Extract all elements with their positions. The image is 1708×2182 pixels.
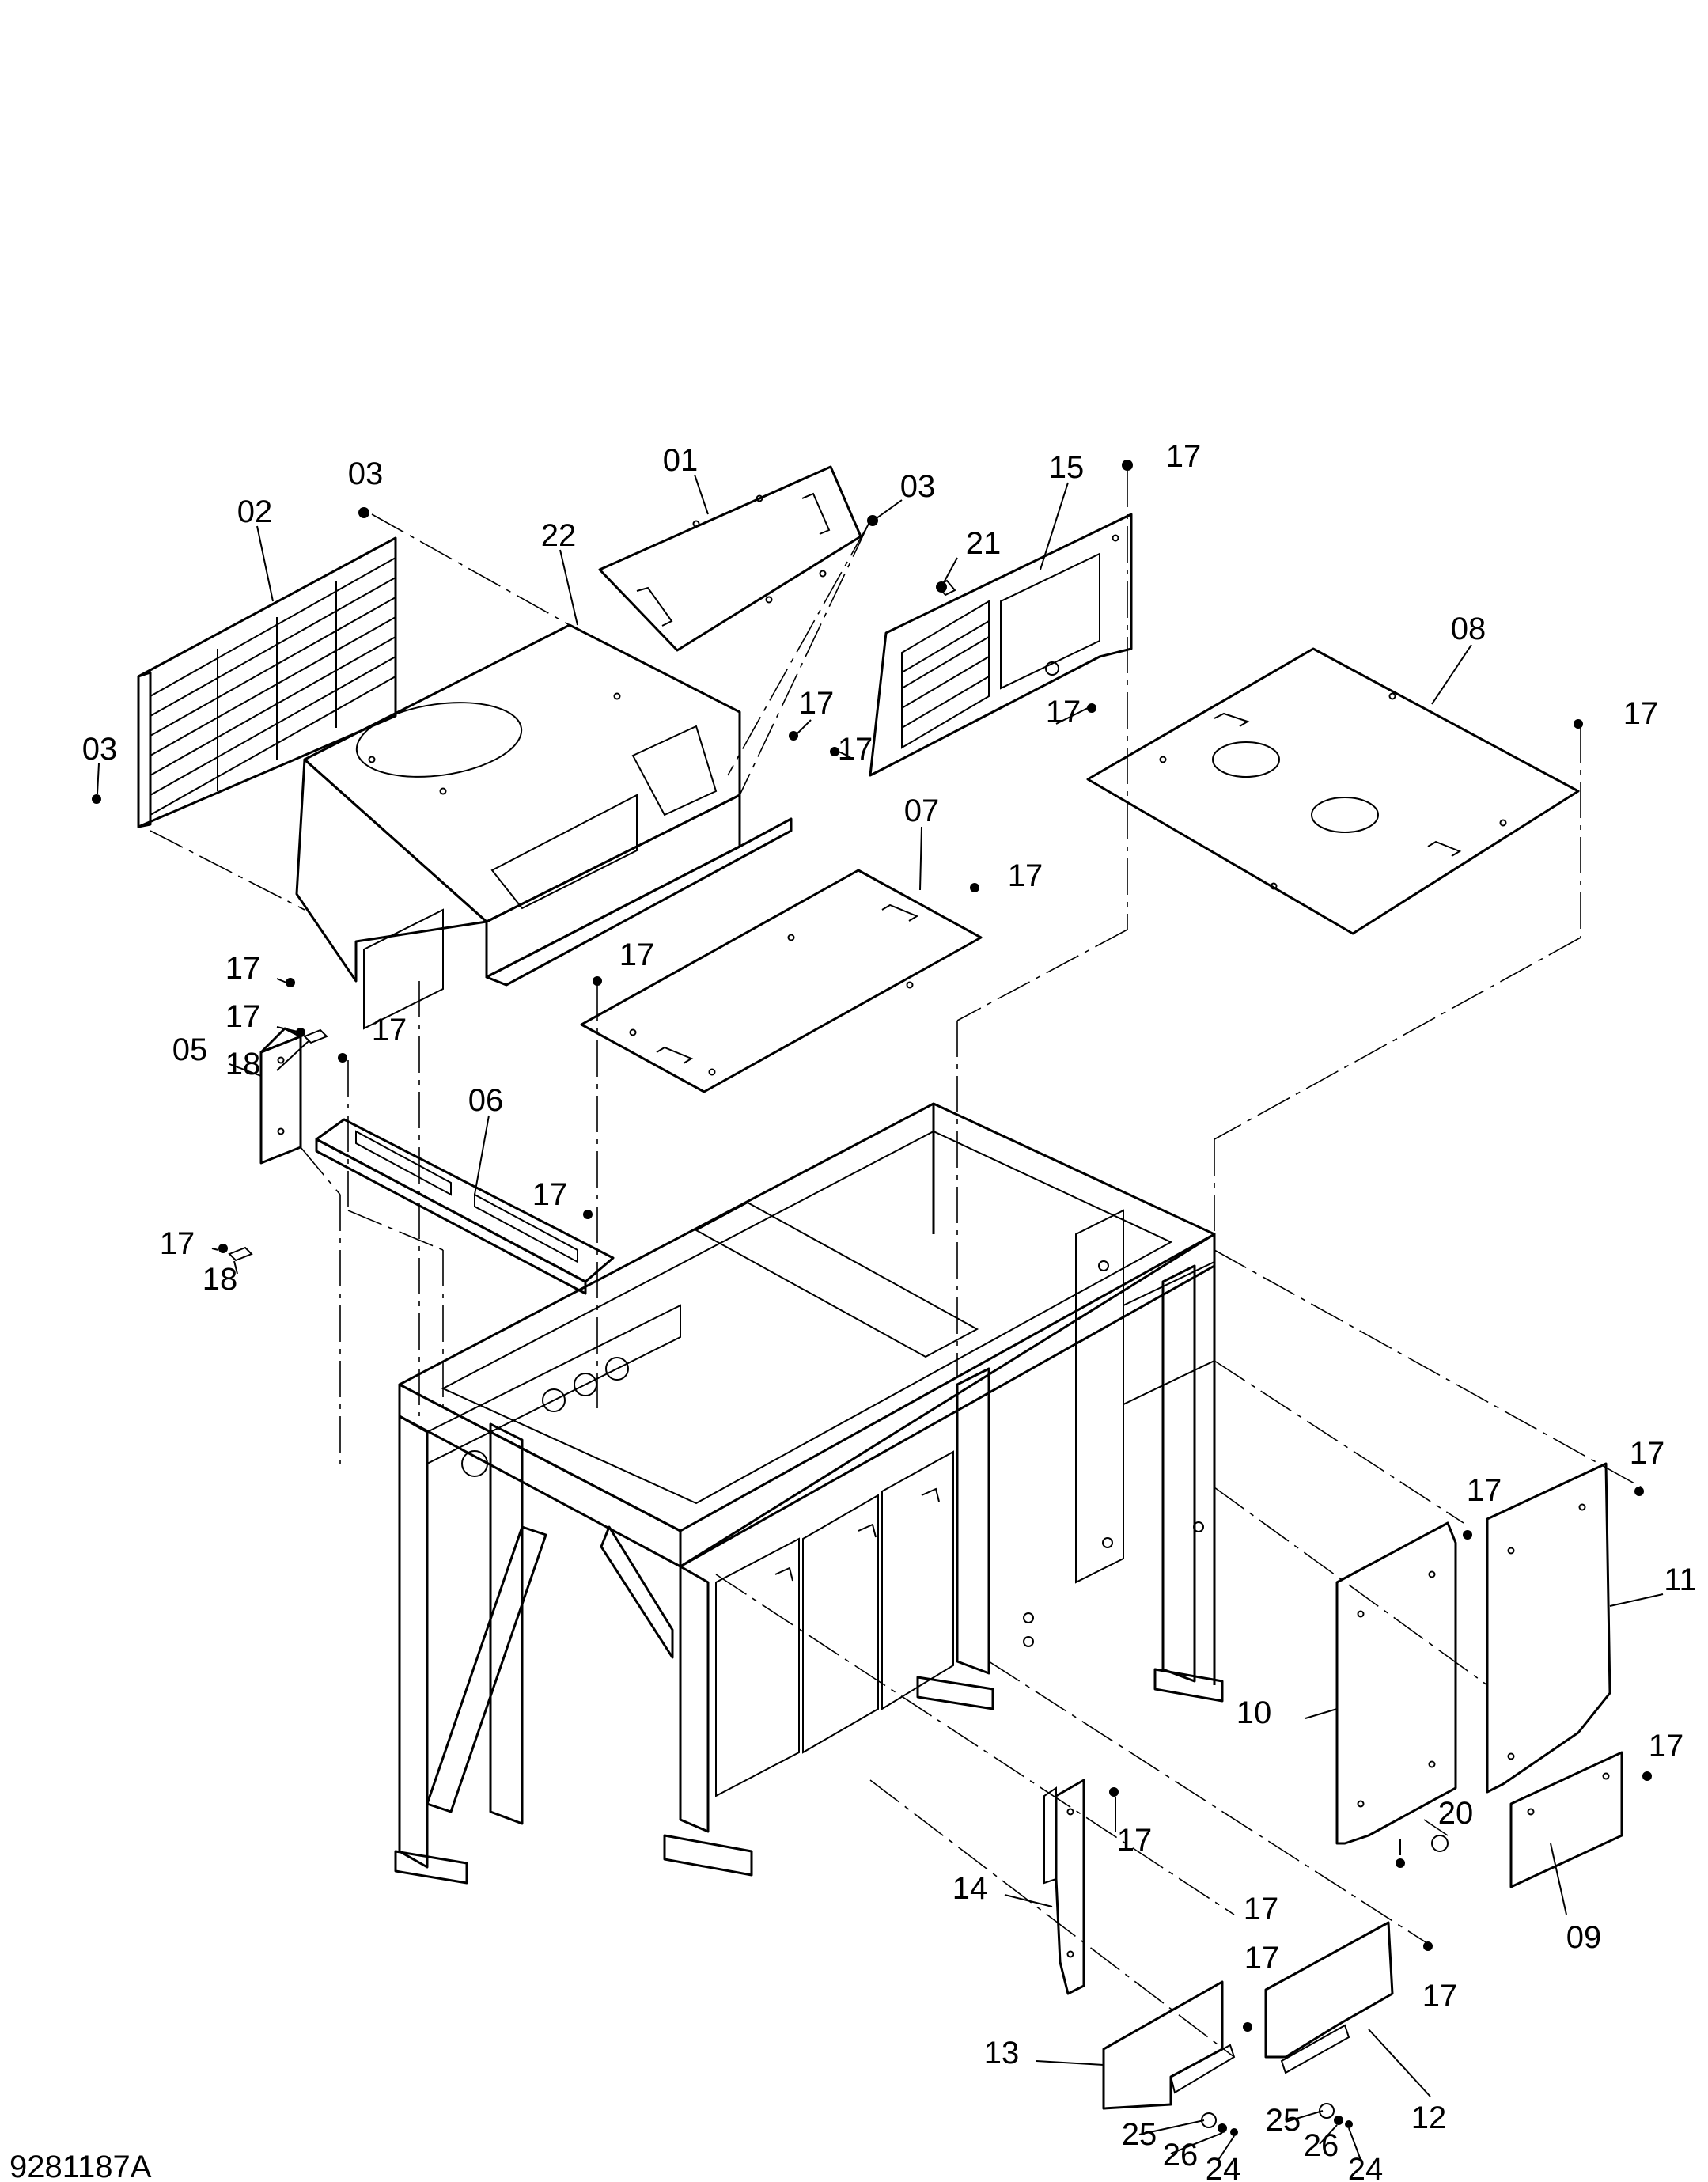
part-02-louver-grille [137,536,397,828]
callout-17: 17 [1008,858,1043,893]
callout-20: 20 [1438,1796,1474,1831]
callout-25: 25 [1122,2117,1157,2152]
part-07-cover-plate [580,869,983,1093]
callout-06: 06 [468,1083,504,1118]
callout-12: 12 [1411,2101,1447,2135]
callout-17: 17 [1244,1941,1280,1976]
callout-21: 21 [966,526,1002,561]
part-22-hood [295,623,793,1030]
fasteners [92,460,1652,2136]
callout-18: 18 [203,1262,238,1297]
part-08-top-plate [1086,647,1580,935]
callout-17: 17 [1623,696,1659,731]
callout-17: 17 [1046,695,1081,729]
part-14-vertical-bracket [1043,1779,1085,1995]
leader-lines [97,474,1664,2161]
callout-18: 18 [225,1047,261,1082]
part-11-rear-panel [1486,1462,1611,1794]
callout-17: 17 [619,938,655,972]
centre-lines [150,471,1642,2058]
callout-17: 17 [532,1177,568,1212]
callout-24: 24 [1348,2152,1384,2182]
callout-09: 09 [1566,1920,1602,1955]
callout-17: 17 [372,1013,407,1047]
callout-03: 03 [348,456,384,491]
callout-17: 17 [225,951,261,986]
callout-22: 22 [541,518,577,553]
part-13-lower-guard [1102,1980,1236,2110]
callout-14: 14 [952,1871,988,1906]
part-15-side-door [869,513,1133,777]
callout-17: 17 [1422,1979,1458,2013]
callout-17: 17 [838,732,873,767]
callout-17: 17 [1649,1729,1684,1763]
callout-15: 15 [1049,450,1085,485]
callout-17: 17 [160,1226,195,1261]
callout-17: 17 [799,686,835,721]
callout-13: 13 [984,2036,1020,2070]
callout-24: 24 [1206,2152,1241,2182]
callout-07: 07 [904,794,940,828]
callout-17: 17 [1244,1892,1279,1926]
callout-26: 26 [1304,2128,1339,2163]
callout-26: 26 [1163,2138,1199,2173]
callout-10: 10 [1237,1695,1272,1730]
callout-02: 02 [237,494,273,529]
main-frame [394,1102,1224,1885]
part-05-bracket [259,1027,302,1165]
callout-03: 03 [82,732,118,767]
callout-01: 01 [663,443,699,478]
callout-17: 17 [1467,1473,1502,1508]
callout-25: 25 [1266,2103,1301,2138]
drawing-number: 9281187A [9,2150,152,2182]
callout-03: 03 [900,469,936,504]
callout-17: 17 [1630,1436,1665,1471]
part-12-lower-guard [1264,1921,1394,2074]
callout-11: 11 [1664,1563,1697,1597]
part-01-top-cover [598,465,862,652]
callout-08: 08 [1451,612,1486,646]
callout-05: 05 [172,1032,208,1067]
part-06-channel [315,1118,615,1295]
callout-17: 17 [1166,439,1202,474]
callout-17: 17 [225,999,261,1034]
callout-17: 17 [1117,1823,1153,1858]
part-09-small-plate [1509,1751,1623,1888]
part-10-side-panel [1335,1521,1457,1845]
